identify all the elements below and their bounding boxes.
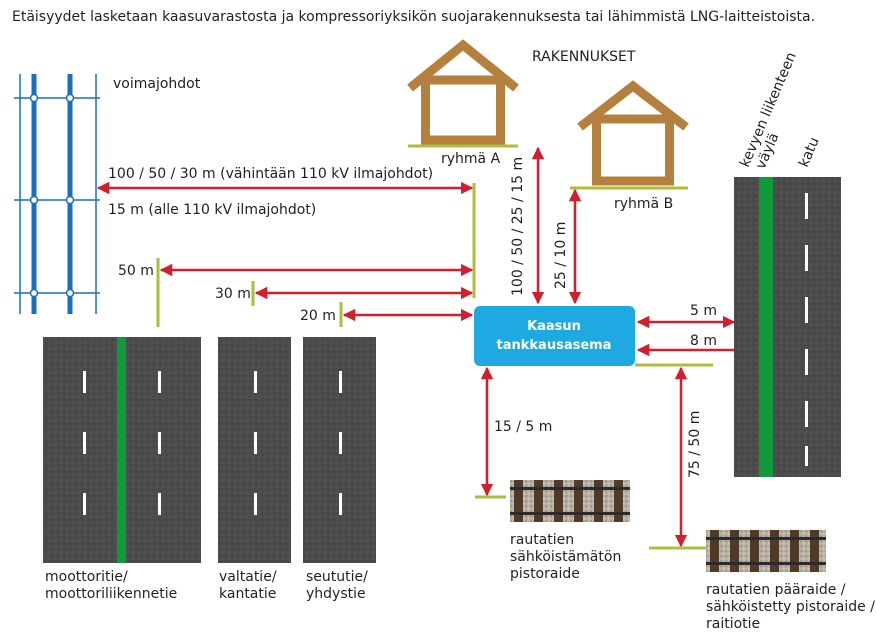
distance-group-a: 100 / 50 / 25 / 15 m xyxy=(510,157,526,296)
regional-road xyxy=(303,337,376,563)
street-label: katu xyxy=(796,135,823,170)
siding-label-line3: pistoraide xyxy=(510,566,580,582)
motorway-road xyxy=(43,337,201,563)
street-road xyxy=(734,177,841,477)
distance-motorway: 50 m xyxy=(118,263,154,279)
header-note: Etäisyydet lasketaan kaasuvarastosta ja … xyxy=(12,9,815,25)
main-track-label-line3: raitiotie xyxy=(706,616,760,632)
motorway-label-line2: moottoriliikennetie xyxy=(45,586,177,602)
power-lines xyxy=(14,74,100,314)
main-road-label-line1: valtatie/ xyxy=(219,569,277,585)
station-label-line1: Kaasun xyxy=(527,319,581,334)
distance-main-track: 75 / 50 m xyxy=(687,411,703,478)
station-label-line2: tankkausasema xyxy=(497,338,612,353)
distance-power-low: 15 m (alle 110 kV ilmajohdot) xyxy=(108,202,316,218)
distance-group-b: 25 / 10 m xyxy=(553,222,569,289)
motorway-label-line1: moottoritie/ xyxy=(45,569,128,585)
distance-regional-road: 20 m xyxy=(300,308,336,324)
buildings-title: RAKENNUKSET xyxy=(532,49,636,65)
group-a-label: ryhmä A xyxy=(441,151,501,167)
regional-road-label-line2: yhdystie xyxy=(306,586,366,602)
main-track-label-line1: rautatien pääraide / xyxy=(706,582,846,598)
rail-siding-track xyxy=(510,480,630,522)
siding-label-line2: sähköistämätön xyxy=(510,549,621,565)
distance-street: 8 m xyxy=(690,333,717,349)
distance-arrows xyxy=(96,146,778,548)
regional-road-label-line1: seututie/ xyxy=(306,569,368,585)
main-track-label-line2: sähköistetty pistoraide / xyxy=(706,599,875,615)
distance-main-road: 30 m xyxy=(215,286,251,302)
main-road-label-line2: kantatie xyxy=(219,586,276,602)
house-icon xyxy=(570,80,689,190)
gas-station-box: Kaasun tankkausasema xyxy=(474,306,635,366)
group-b-label: ryhmä B xyxy=(614,196,673,212)
distance-siding: 15 / 5 m xyxy=(494,419,552,435)
siding-label-line1: rautatien xyxy=(510,532,574,548)
house-icon xyxy=(407,39,519,148)
power-lines-label: voimajohdot xyxy=(113,76,201,92)
distance-light-traffic: 5 m xyxy=(690,303,717,319)
rail-main-track xyxy=(706,530,826,572)
main-road xyxy=(218,337,291,563)
boundary-markers xyxy=(156,183,713,550)
distance-power-high: 100 / 50 / 30 m (vähintään 110 kV ilmajo… xyxy=(108,166,433,182)
